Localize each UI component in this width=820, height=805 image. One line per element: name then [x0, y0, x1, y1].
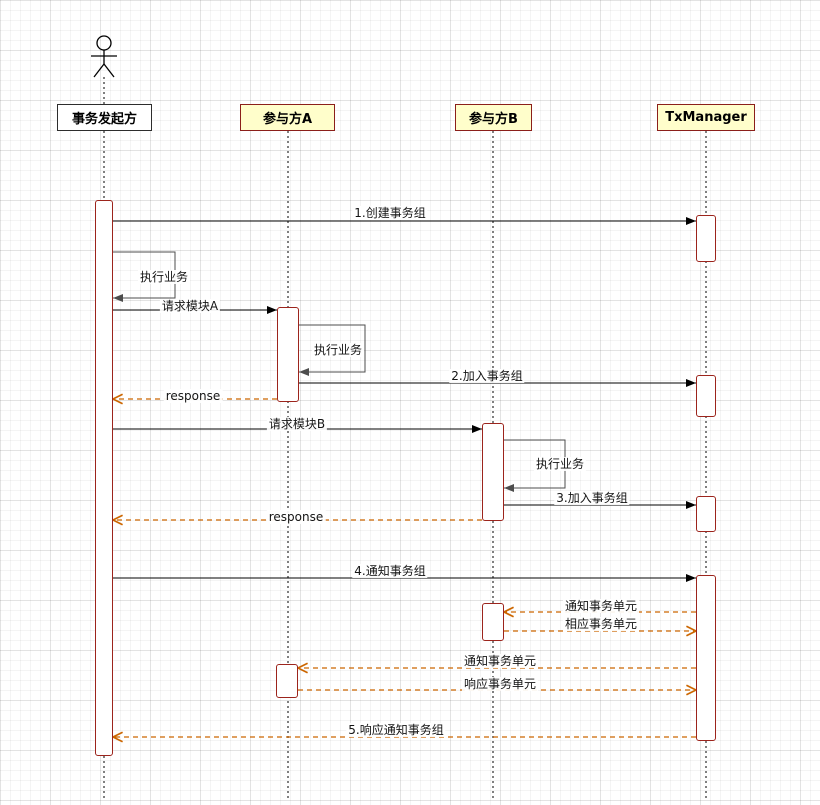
actor-icon — [91, 35, 117, 78]
message-label-exec-a: 执行业务 — [311, 343, 365, 357]
participant-label-b: 参与方B — [469, 112, 518, 127]
message-label-request-module-a: 请求模块A — [159, 299, 221, 313]
message-label-create-tx-group: 1.创建事务组 — [352, 206, 428, 220]
participant-label-txmanager: TxManager — [665, 110, 747, 125]
participant-box-b: 参与方B — [455, 104, 532, 131]
activation-txmanager-4 — [696, 575, 716, 741]
activation-participant-a — [277, 307, 299, 402]
message-label-response-a: response — [163, 389, 223, 403]
activation-participant-b-2 — [482, 603, 504, 641]
activation-txmanager-1 — [696, 215, 716, 262]
message-label-response-notify-group: 5.响应通知事务组 — [346, 723, 446, 737]
participant-box-txmanager: TxManager — [657, 104, 755, 131]
activation-participant-b — [482, 423, 504, 521]
participant-box-a: 参与方A — [240, 104, 335, 131]
message-label-reply-unit-b: 相应事务单元 — [562, 617, 640, 631]
message-label-exec-b: 执行业务 — [533, 457, 587, 471]
message-label-reply-unit-a: 响应事务单元 — [461, 677, 539, 691]
message-label-request-module-b: 请求模块B — [266, 417, 328, 431]
activation-txmanager-2 — [696, 375, 716, 417]
message-label-join-tx-group-b: 3.加入事务组 — [554, 491, 630, 505]
participant-label-a: 参与方A — [262, 112, 313, 127]
message-label-notify-unit-a: 通知事务单元 — [461, 654, 539, 668]
message-label-notify-tx-group: 4.通知事务组 — [352, 564, 428, 578]
message-label-notify-unit-b: 通知事务单元 — [562, 599, 640, 613]
lifelines — [103, 77, 707, 800]
message-label-exec-initiator: 执行业务 — [137, 270, 191, 284]
activation-txmanager-3 — [696, 496, 716, 532]
activation-initiator — [95, 200, 113, 756]
self-message-participant-a — [299, 324, 366, 376]
message-label-join-tx-group-a: 2.加入事务组 — [449, 369, 525, 383]
participant-label-initiator: 事务发起方 — [71, 112, 137, 127]
participant-box-initiator: 事务发起方 — [57, 104, 152, 131]
message-label-response-b: response — [266, 510, 326, 524]
activation-participant-a-2 — [276, 664, 298, 698]
